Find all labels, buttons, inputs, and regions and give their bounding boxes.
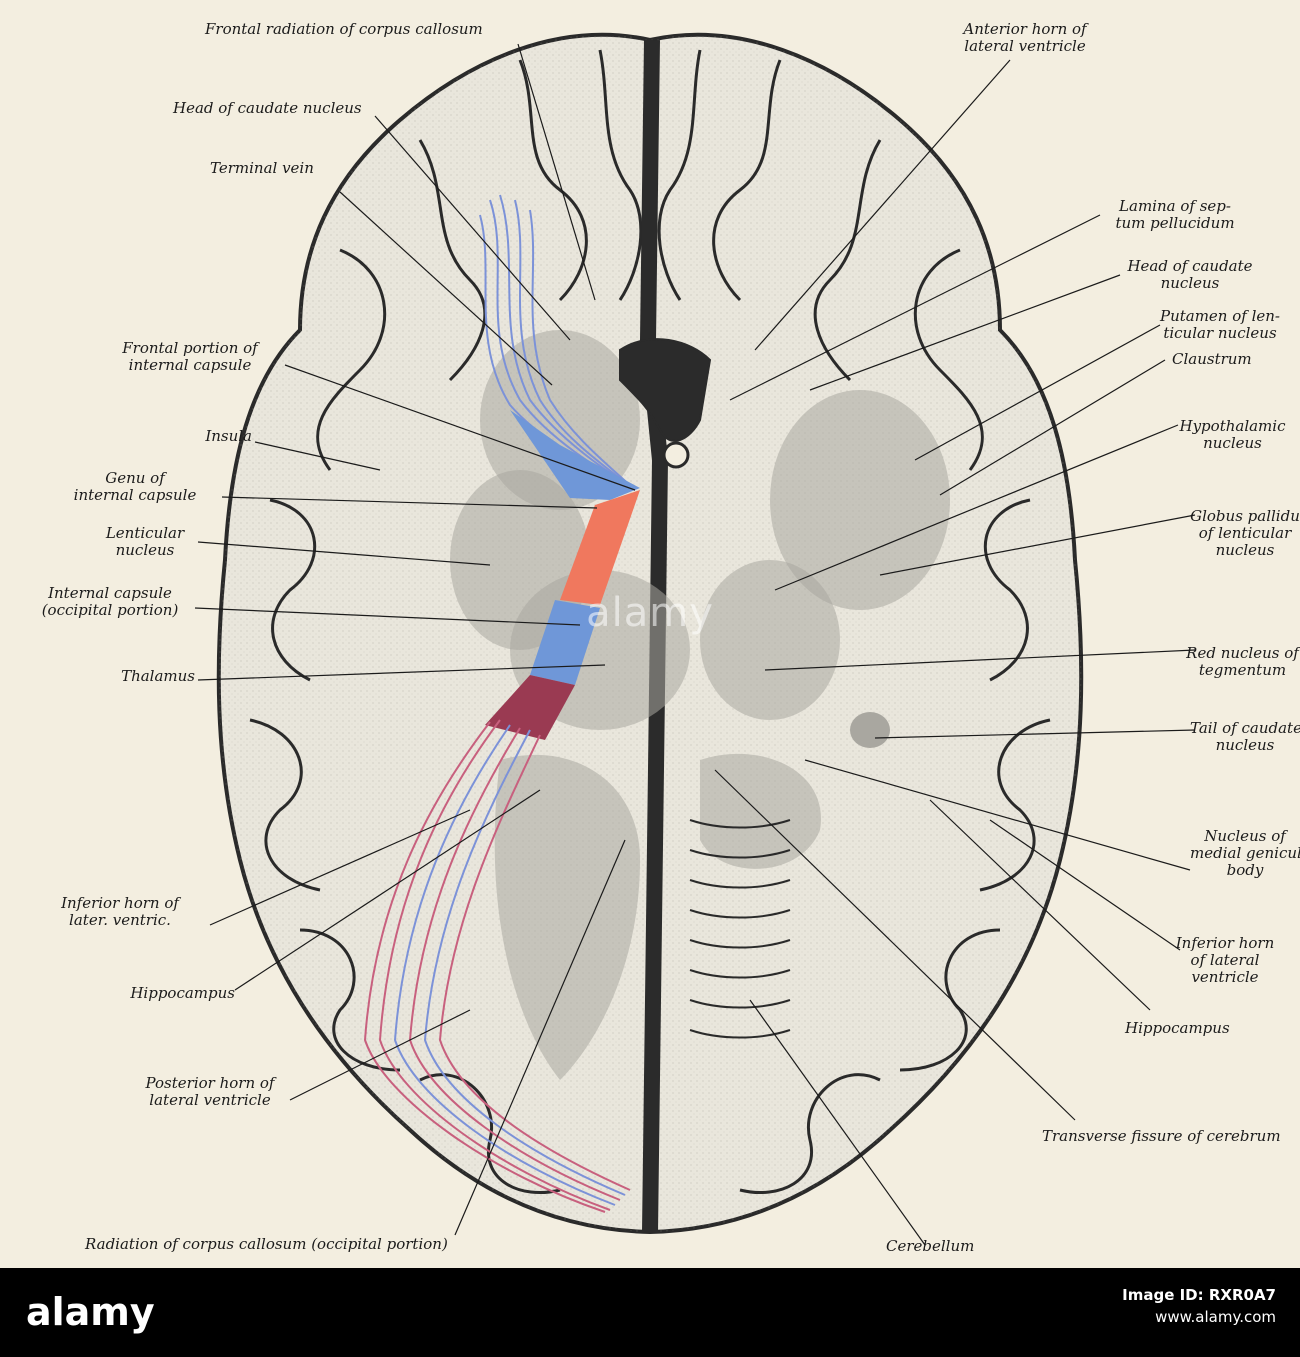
label-genu-internal-capsule: Genu of internal capsule	[73, 469, 197, 504]
interventricular-foramen	[662, 441, 690, 469]
label-tail-of-caudate: Tail of caudate nucleus	[1190, 719, 1300, 754]
internal-capsule-genu-red	[560, 490, 640, 605]
label-hippocampus-right: Hippocampus	[1125, 1019, 1230, 1037]
anatomical-plate: Frontal radiation of corpus callosum Hea…	[41, 20, 1300, 1255]
brain-section-illustration	[194, 32, 1196, 1246]
label-hypothalamic-nucleus: Hypothalamic nucleus	[1179, 417, 1286, 452]
label-insula: Insula	[205, 427, 252, 445]
internal-capsule-frontal-blue	[510, 410, 640, 500]
label-head-of-caudate-nucleus-right: Head of caudate nucleus	[1127, 257, 1253, 292]
label-putamen: Putamen of len- ticular nucleus	[1159, 307, 1280, 342]
label-hippocampus-left: Hippocampus	[130, 984, 235, 1002]
cortex-gyri-left	[249, 49, 643, 1195]
label-radiation-occipital: Radiation of corpus callosum (occipital …	[85, 1235, 448, 1253]
image-id: Image ID: RXR0A7	[1122, 1286, 1276, 1304]
label-frontal-portion-internal-capsule: Frontal portion of internal capsule	[122, 339, 258, 374]
alamy-logo: alamy	[26, 1290, 155, 1334]
label-thalamus: Thalamus	[121, 667, 195, 685]
label-frontal-radiation-corpus-callosum: Frontal radiation of corpus callosum	[205, 20, 483, 38]
cerebellum-folia	[689, 819, 791, 1039]
label-posterior-horn: Posterior horn of lateral ventricle	[145, 1074, 275, 1109]
label-terminal-vein: Terminal vein	[210, 159, 314, 177]
label-red-nucleus: Red nucleus of tegmentum	[1186, 644, 1299, 679]
footer-info: Image ID: RXR0A7 www.alamy.com	[1122, 1284, 1276, 1328]
internal-capsule-occipital-blue	[530, 600, 600, 685]
label-inferior-horn-right: Inferior horn of lateral ventricle	[1175, 934, 1275, 986]
label-transverse-fissure: Transverse fissure of cerebrum	[1042, 1127, 1281, 1145]
label-cerebellum: Cerebellum	[886, 1237, 975, 1255]
label-anterior-horn: Anterior horn of lateral ventricle	[963, 20, 1087, 55]
footer-bar	[0, 1268, 1300, 1357]
third-ventricle	[619, 338, 712, 442]
watermark: alamy	[586, 590, 714, 636]
label-lamina-septum-pellucidum: Lamina of sep- tum pellucidum	[1115, 197, 1235, 232]
label-nucleus-medial-geniculate: Nucleus of medial genicula body	[1190, 827, 1300, 879]
label-inferior-horn-left: Inferior horn of later. ventric.	[61, 894, 179, 929]
cortex-gyri-right	[657, 49, 1051, 1195]
label-globus-pallidus: Globus pallidu of lenticular nucleus	[1190, 507, 1300, 559]
internal-capsule-dark	[485, 675, 575, 740]
label-head-of-caudate-nucleus-left: Head of caudate nucleus	[173, 99, 362, 117]
label-claustrum: Claustrum	[1172, 350, 1252, 368]
site-url: www.alamy.com	[1155, 1308, 1276, 1326]
label-internal-capsule-occipital: Internal capsule (occipital portion)	[41, 584, 179, 619]
label-lenticular-nucleus: Lenticular nucleus	[105, 524, 185, 559]
leader-lines	[194, 43, 1196, 1246]
